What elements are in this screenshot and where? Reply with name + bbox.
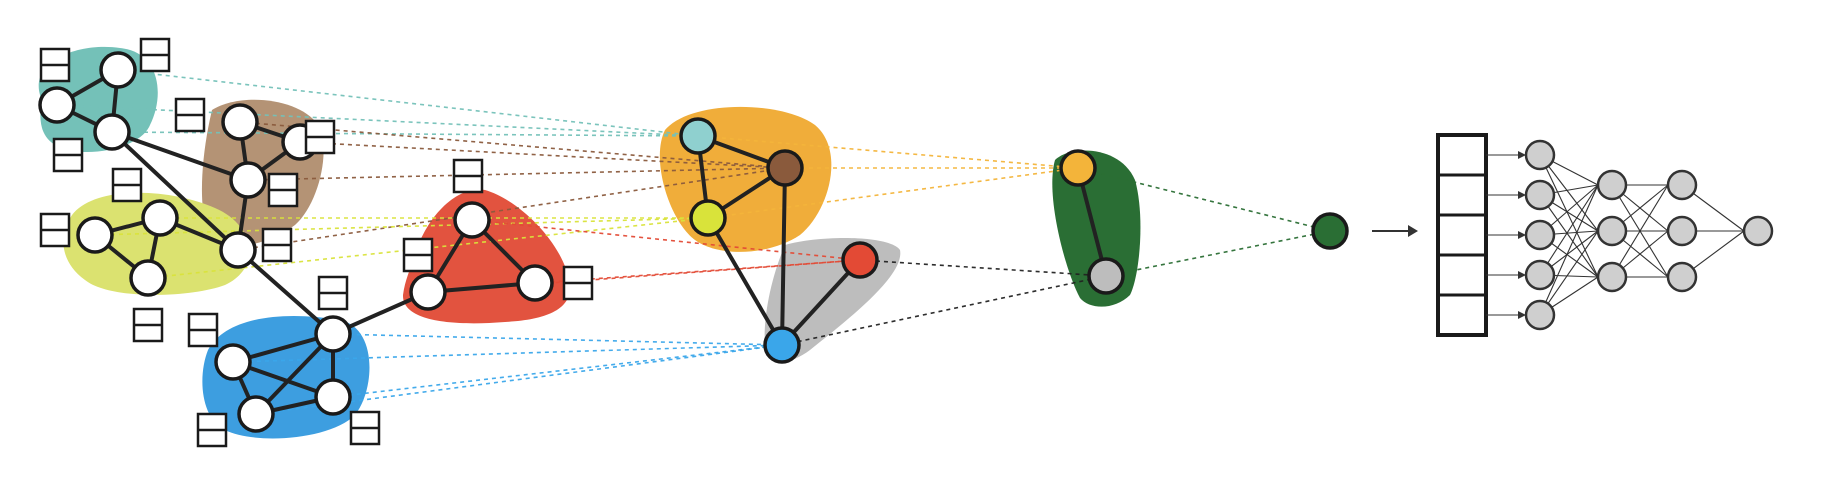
feature-vector-14 <box>562 265 594 301</box>
node-f3 <box>689 199 727 237</box>
feature-vector-9 <box>261 227 293 263</box>
feature-vector-11 <box>187 312 219 348</box>
node-d2 <box>409 273 447 311</box>
node-e4 <box>237 395 275 433</box>
pool-link-a1-f1 <box>117 69 699 137</box>
pool-link-e3-g2 <box>332 344 783 398</box>
node-a3 <box>93 113 131 151</box>
mlp-node-l3-2 <box>1666 215 1698 247</box>
node-h2 <box>1087 257 1125 295</box>
mlp-link <box>1539 194 1599 278</box>
feature-vector-17 <box>349 410 381 446</box>
edge-g1-g2 <box>780 258 862 347</box>
mlp-link <box>1539 184 1599 316</box>
node-g2 <box>763 326 801 364</box>
mlp-link <box>1539 230 1599 316</box>
mlp-node-l1-4 <box>1524 259 1556 291</box>
mlp-input-arrowhead <box>1518 231 1526 239</box>
node-h1 <box>1059 149 1097 187</box>
node-b1 <box>221 103 259 141</box>
embedding-vector <box>1436 133 1488 337</box>
mlp-input-arrowhead <box>1518 311 1526 319</box>
pool-link-h2-i1 <box>1105 230 1331 277</box>
feature-vector-13 <box>402 237 434 273</box>
edge-a3-b4 <box>110 130 240 252</box>
feature-vector-10 <box>132 307 164 343</box>
node-c1 <box>141 199 179 237</box>
node-a2 <box>38 86 76 124</box>
feature-vector-7 <box>267 172 299 208</box>
feature-vector-15 <box>317 275 349 311</box>
edge-a3-b3 <box>110 130 250 182</box>
edge-f3-g2 <box>706 216 784 347</box>
readout-section <box>1372 133 1774 337</box>
right-arrow-head <box>1408 225 1418 237</box>
feature-vector-6 <box>39 212 71 248</box>
edge-b4-e1 <box>236 248 335 336</box>
node-b4 <box>219 231 257 269</box>
feature-vector-12 <box>452 158 484 194</box>
node-f1 <box>679 117 717 155</box>
pool-link-e1-g2 <box>332 333 783 346</box>
mlp-node-l3-1 <box>1666 169 1698 201</box>
mlp-input-arrowhead <box>1518 151 1526 159</box>
pool-link-e2-g2 <box>232 344 783 363</box>
mlp-node-l3-3 <box>1666 261 1698 293</box>
node-a1 <box>99 51 137 89</box>
mlp-node-l2-1 <box>1596 169 1628 201</box>
mlp-input-arrowhead <box>1518 191 1526 199</box>
pool-link-f3-h1 <box>707 167 1079 219</box>
pool-link-a3-f1 <box>111 131 699 137</box>
node-c2 <box>76 216 114 254</box>
mlp-link <box>1539 154 1599 232</box>
edge-f2-g2 <box>780 166 787 347</box>
pool-link-b3-f2 <box>247 167 786 181</box>
node-e3 <box>314 378 352 416</box>
node-e2 <box>214 343 252 381</box>
node-g1 <box>841 241 879 279</box>
feature-vector-2 <box>139 37 171 73</box>
node-e1 <box>314 315 352 353</box>
mlp-link <box>1539 184 1599 276</box>
pool-link-h1-i1 <box>1077 167 1331 232</box>
feature-vector-3 <box>174 97 206 133</box>
mlp-node-l1-1 <box>1524 139 1556 171</box>
mlp-node-l1-5 <box>1524 299 1556 331</box>
pool-link-g1-h2 <box>859 259 1107 277</box>
node-f2 <box>766 149 804 187</box>
node-b3 <box>229 161 267 199</box>
pool-link-d3-g1 <box>534 259 861 284</box>
pool-link-a2-f1 <box>56 104 699 137</box>
graph-nodes <box>38 51 1349 433</box>
pool-link-d1-g1 <box>471 219 861 261</box>
mlp-node-l2-2 <box>1596 215 1628 247</box>
mlp-link <box>1611 184 1669 278</box>
feature-vector-8 <box>304 119 336 155</box>
feature-vector-5 <box>111 167 143 203</box>
mlp-node-l2-3 <box>1596 261 1628 293</box>
pool-link-c2-f3 <box>94 217 709 236</box>
mlp-node-l1-2 <box>1524 179 1556 211</box>
node-feature-vectors <box>39 37 594 448</box>
mlp-node-l4-1 <box>1742 215 1774 247</box>
mlp-link <box>1539 154 1599 278</box>
node-c3 <box>129 259 167 297</box>
feature-vector-16 <box>196 412 228 448</box>
node-i1 <box>1311 212 1349 250</box>
pool-link-b2-f2 <box>299 141 786 169</box>
node-d3 <box>516 264 554 302</box>
feature-vector-4 <box>52 137 84 173</box>
mlp-input-arrowhead <box>1518 271 1526 279</box>
mlp-node-l1-3 <box>1524 219 1556 251</box>
feature-vector-1 <box>39 47 71 83</box>
node-d1 <box>453 201 491 239</box>
